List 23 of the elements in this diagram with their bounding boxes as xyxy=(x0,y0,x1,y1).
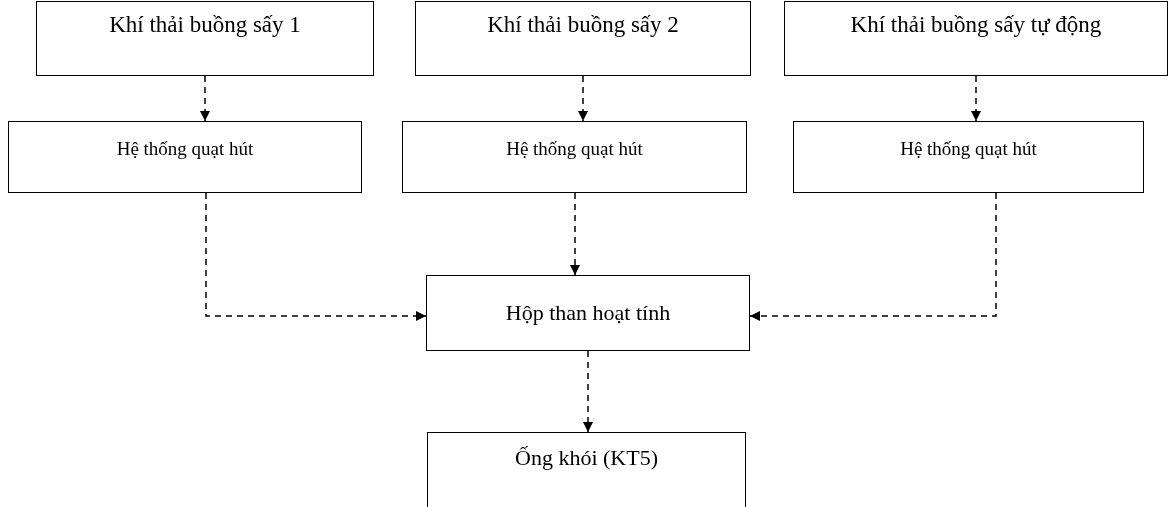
process-box xyxy=(793,121,1144,193)
box-label: Ống khói (KT5) xyxy=(515,445,658,472)
box-label: Hệ thống quạt hút xyxy=(506,138,643,161)
box-label: Khí thải buồng sấy 2 xyxy=(487,12,679,39)
box-label: Hệ thống quạt hút xyxy=(900,138,1037,161)
process-box xyxy=(402,121,747,193)
arrow xyxy=(205,192,427,321)
arrow xyxy=(570,192,580,276)
box-label: Khí thải buồng sấy tự động xyxy=(850,12,1102,39)
arrow xyxy=(583,350,593,433)
box-label: Khí thải buồng sấy 1 xyxy=(109,12,301,39)
process-box xyxy=(426,275,750,351)
process-box xyxy=(427,432,746,507)
arrow xyxy=(971,75,981,122)
box-label: Hệ thống quạt hút xyxy=(116,138,254,161)
process-box xyxy=(8,121,362,193)
process-box xyxy=(784,1,1168,76)
box-label: Hộp than hoạt tính xyxy=(505,300,671,327)
process-box xyxy=(415,1,751,76)
arrow xyxy=(749,192,997,321)
arrow xyxy=(200,75,210,122)
arrow xyxy=(578,75,588,122)
process-box xyxy=(36,1,374,76)
